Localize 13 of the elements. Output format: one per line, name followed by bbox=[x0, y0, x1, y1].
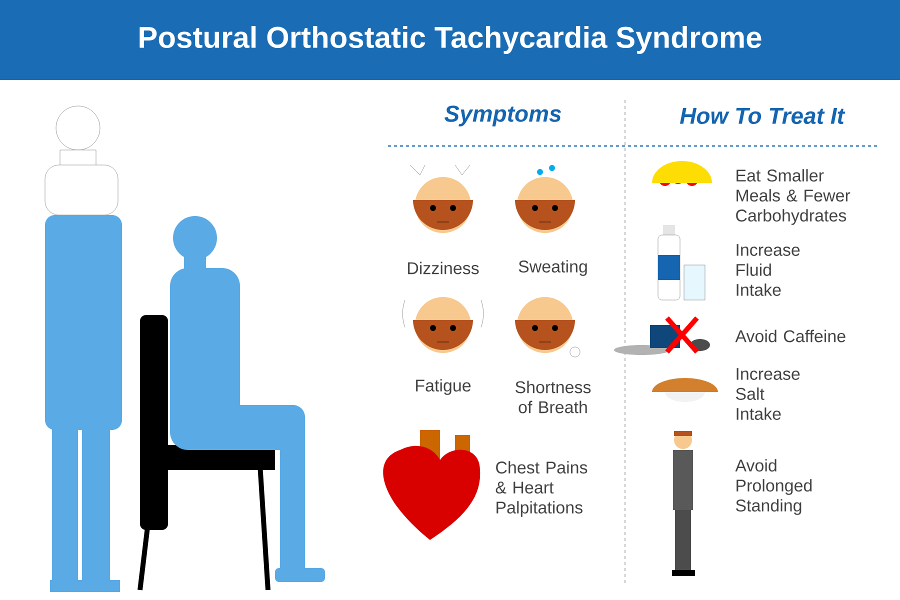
treatment-label: Avoid Caffeine bbox=[735, 330, 846, 342]
treatment-label: Increase Fluid Intake bbox=[736, 244, 800, 296]
section-heading: Symptoms bbox=[444, 106, 562, 126]
title: Postural Orthostatic Tachycardia Syndrome bbox=[140, 26, 762, 54]
treatment-label: Eat Smaller Meals & Fewer Carbohydrates bbox=[736, 169, 850, 225]
treatment-label: Increase Salt Intake bbox=[736, 368, 800, 420]
symptom-label: Shortness of Breath bbox=[516, 380, 591, 414]
symptom-label: Dizziness bbox=[408, 262, 479, 274]
treatment-label: Avoid Prolonged Standing bbox=[735, 459, 812, 515]
symptom-label: Sweating bbox=[518, 260, 587, 276]
symptom-label: Fatigue bbox=[416, 379, 471, 395]
symptom-label: Chest Pains & Heart Palpitations bbox=[496, 461, 588, 517]
section-heading: How To Treat It bbox=[680, 108, 846, 124]
